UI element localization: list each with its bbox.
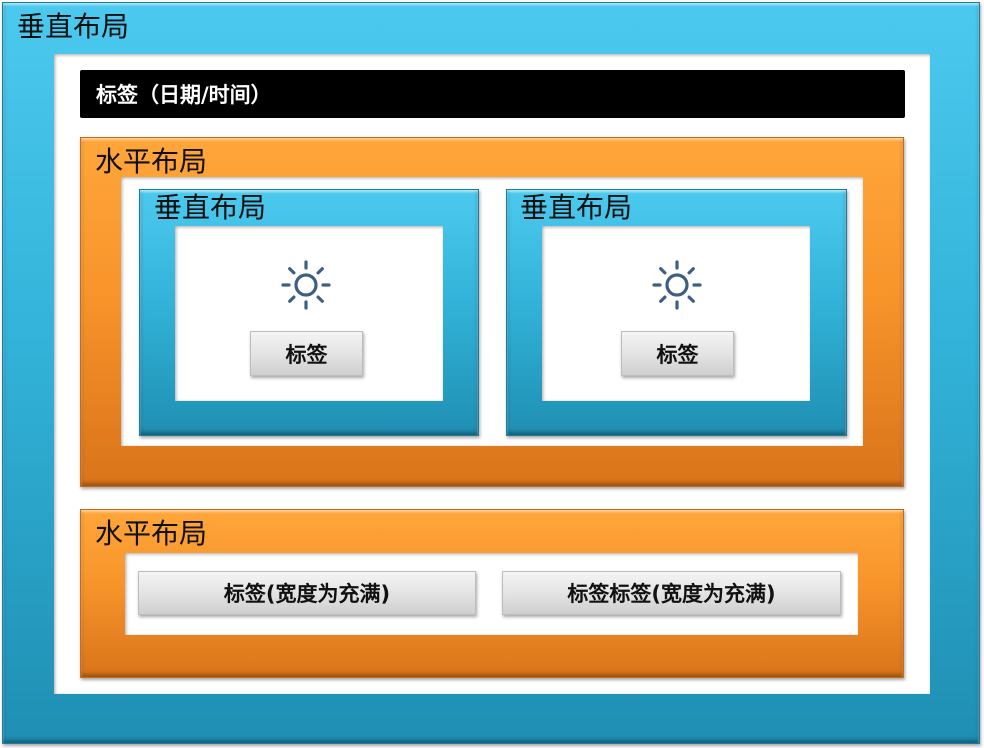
card-2-label-button[interactable]: 标签 <box>621 331 734 376</box>
date-time-label-bar: 标签（日期/时间） <box>80 70 905 118</box>
vertical-card-2-title: 垂直布局 <box>520 191 633 224</box>
fill-width-label-button-1[interactable]: 标签(宽度为充满) <box>138 571 476 615</box>
sun-icon <box>280 259 332 311</box>
horizontal-layout-2-title: 水平布局 <box>95 517 208 550</box>
sun-icon <box>651 259 703 311</box>
horizontal-layout-1-title: 水平布局 <box>95 145 208 178</box>
vertical-card-1-title: 垂直布局 <box>154 191 267 224</box>
card-1-label-button[interactable]: 标签 <box>250 331 363 376</box>
fill-width-label-button-2[interactable]: 标签标签(宽度为充满) <box>502 571 841 615</box>
outer-layout-title: 垂直布局 <box>17 10 130 43</box>
